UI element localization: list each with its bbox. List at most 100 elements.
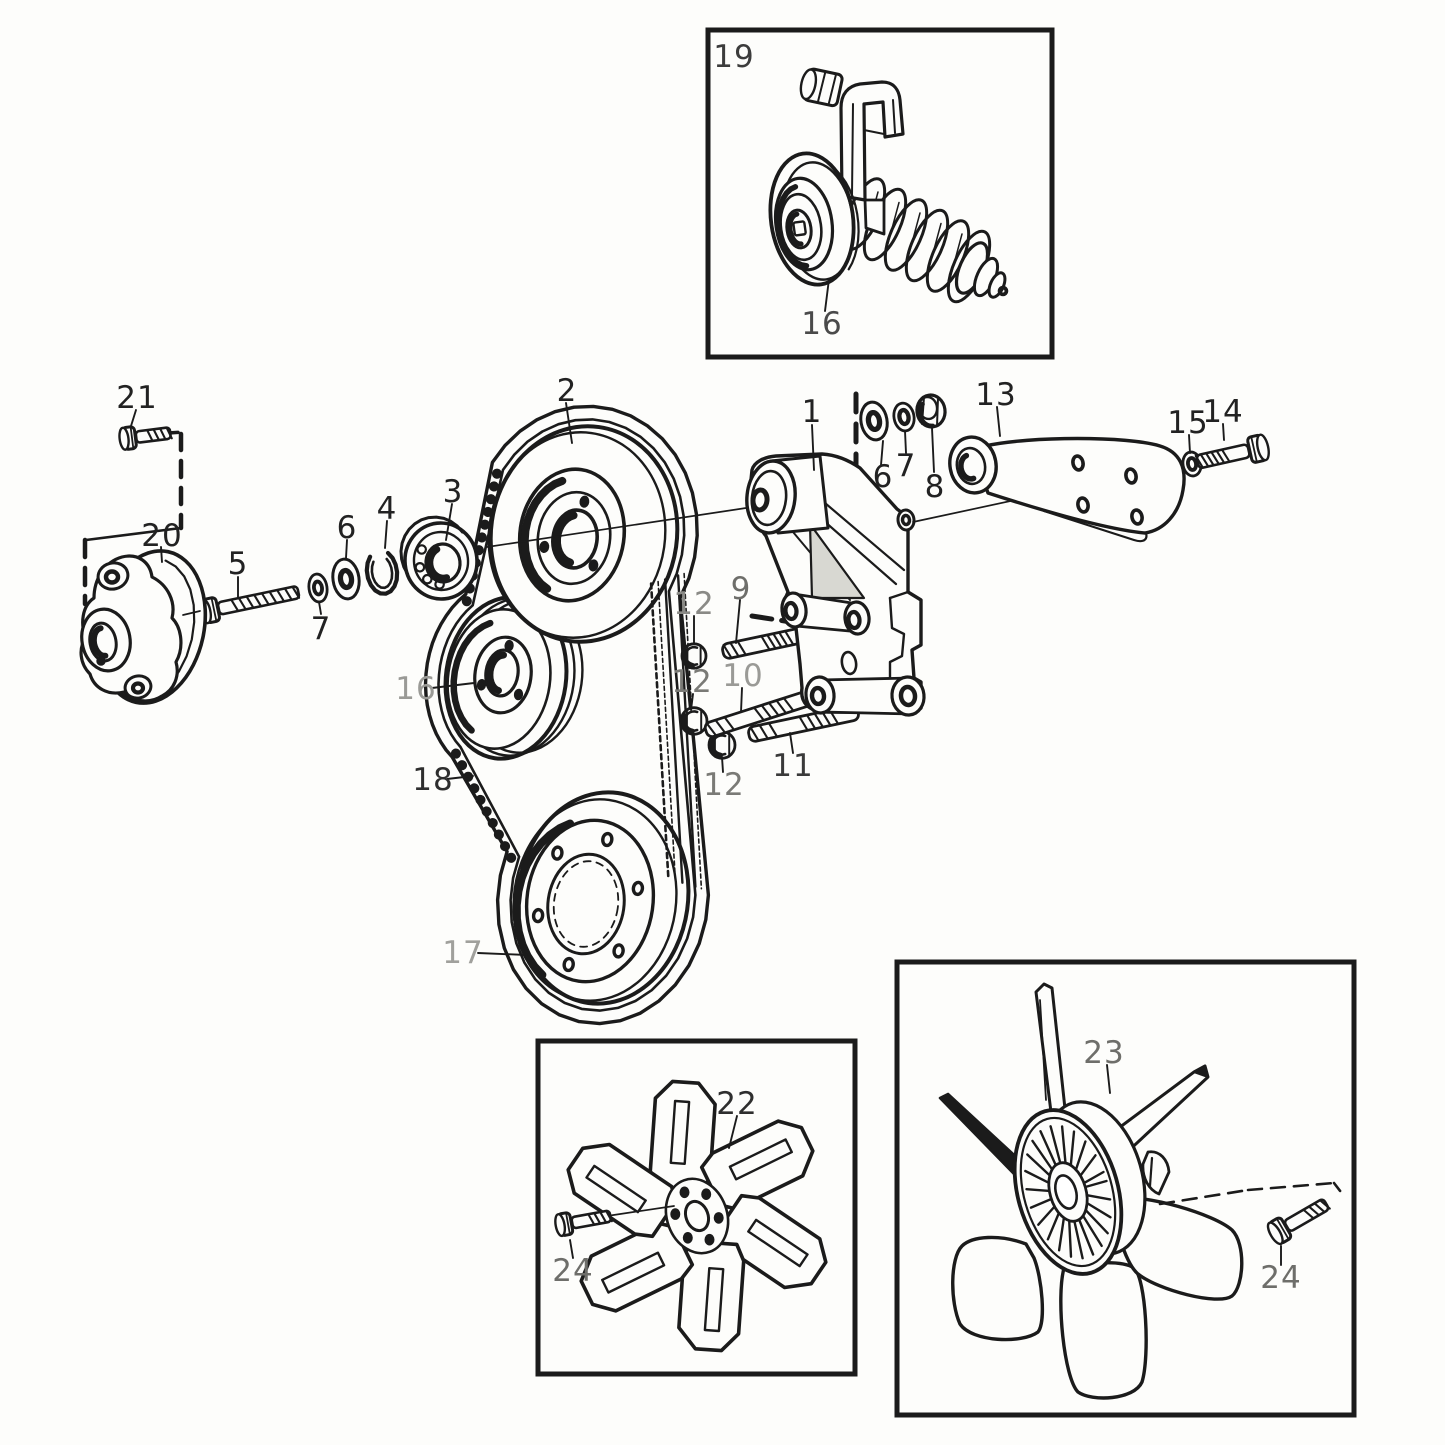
detail-line: [1025, 1187, 1051, 1193]
part-label-19-0: 19: [713, 39, 754, 75]
part-9-stud: [721, 626, 810, 660]
detail-line: [760, 635, 771, 651]
detail-ellipse: [892, 401, 916, 433]
detail-path: [863, 198, 886, 236]
part-label-7-15: 7: [896, 448, 917, 484]
detail-ellipse: [890, 675, 926, 717]
leader-line: [345, 539, 348, 559]
part-label-11-24: 11: [772, 748, 813, 784]
detail-ellipse: [1130, 508, 1144, 526]
detail-line: [1039, 1129, 1058, 1167]
detail-line: [783, 697, 795, 712]
detail-line: [1199, 453, 1210, 468]
detail-ellipse: [783, 600, 799, 622]
detail-line: [1026, 1153, 1052, 1177]
detail-arc: [426, 546, 451, 582]
detail-line: [705, 722, 717, 737]
part-4-snap-ring: [364, 550, 400, 596]
detail-ellipse: [1124, 467, 1138, 485]
leader-line: [1188, 434, 1191, 454]
detail-line: [1313, 1202, 1326, 1213]
part-label-17-12: 17: [442, 935, 483, 971]
part-label-12-21: 12: [673, 586, 714, 622]
detail-path: [1148, 1156, 1154, 1188]
part-label-14-19: 14: [1202, 394, 1243, 430]
detail-ellipse: [96, 561, 130, 591]
part-label-18-11: 18: [412, 762, 453, 798]
part-label-20-4: 20: [141, 518, 182, 554]
detail-path: [669, 1099, 691, 1165]
bolt-head-facet: [816, 71, 827, 103]
detail-ellipse: [682, 1232, 693, 1244]
inset-box-fan-clutch-box: [894, 959, 1357, 1418]
part-1-bracket: [745, 452, 926, 717]
detail-ellipse: [307, 572, 329, 604]
detail-line: [768, 702, 780, 717]
leader-line: [384, 520, 388, 549]
part-13-support-arm: [948, 435, 1186, 543]
detail-line: [593, 1212, 602, 1225]
detail-line: [1029, 1197, 1053, 1209]
detail-line: [1194, 454, 1204, 469]
detail-line: [599, 1211, 608, 1224]
detail-line: [1221, 448, 1231, 463]
detail-path: [423, 404, 711, 1026]
part-7b-washer: [892, 401, 916, 433]
detail-ellipse: [130, 681, 146, 695]
detail-ellipse: [536, 490, 612, 586]
detail-line: [283, 587, 293, 601]
inset-fan-22: [566, 1079, 828, 1353]
detail-line: [1060, 1125, 1067, 1165]
detail-ellipse: [103, 569, 121, 585]
detail-path: [951, 1235, 1044, 1342]
detail-line: [245, 595, 255, 609]
detail-line: [1084, 1179, 1108, 1189]
part-20-hub: [79, 549, 208, 705]
leader-line: [904, 430, 907, 454]
detail-ellipse: [414, 561, 426, 573]
detail-line: [268, 590, 278, 604]
detail-line: [159, 427, 167, 441]
detail-line: [253, 594, 262, 607]
detail-line: [1074, 1140, 1087, 1171]
detail-ellipse: [434, 579, 445, 590]
detail-ellipse: [997, 285, 1009, 297]
inset-tensioner: [768, 67, 1009, 304]
leader-line: [996, 406, 1001, 437]
detail-line: [810, 490, 906, 572]
leader-line: [880, 440, 884, 466]
part-12c-nut: [707, 730, 737, 760]
part-14-bolt: [1194, 433, 1270, 470]
leader-line: [565, 402, 573, 444]
diagram-drawing: [79, 67, 1346, 1400]
detail-line: [813, 712, 824, 728]
detail-line: [784, 630, 795, 646]
detail-arc: [680, 713, 695, 734]
part-label-3-8: 3: [443, 474, 464, 510]
detail-ellipse: [846, 609, 862, 631]
detail-line: [663, 578, 684, 884]
detail-ellipse: [551, 845, 564, 861]
bolt-head-facet: [565, 1211, 571, 1236]
detail-line: [1049, 1125, 1062, 1165]
bolt-head-face: [1266, 1221, 1284, 1246]
detail-arc: [450, 619, 494, 734]
detail-ellipse: [670, 1208, 681, 1220]
leader-line: [431, 682, 475, 689]
detail-arc: [958, 452, 977, 482]
part-21-bolt: [118, 425, 173, 451]
part-24a-bolt: [554, 1209, 613, 1238]
detail-ellipse: [416, 544, 427, 555]
detail-path: [1059, 1261, 1148, 1400]
pulley-hub-nut: [792, 220, 807, 237]
leader-line: [160, 546, 163, 563]
detail-ellipse: [679, 1186, 690, 1199]
detail-line: [260, 592, 270, 606]
detail-ellipse: [713, 1212, 724, 1224]
part-label-6-6: 6: [337, 510, 358, 546]
detail-line: [749, 726, 760, 742]
detail-line: [1057, 1216, 1066, 1252]
detail-line: [1210, 451, 1220, 465]
detail-ellipse: [531, 907, 545, 924]
leader-line: [690, 693, 694, 711]
